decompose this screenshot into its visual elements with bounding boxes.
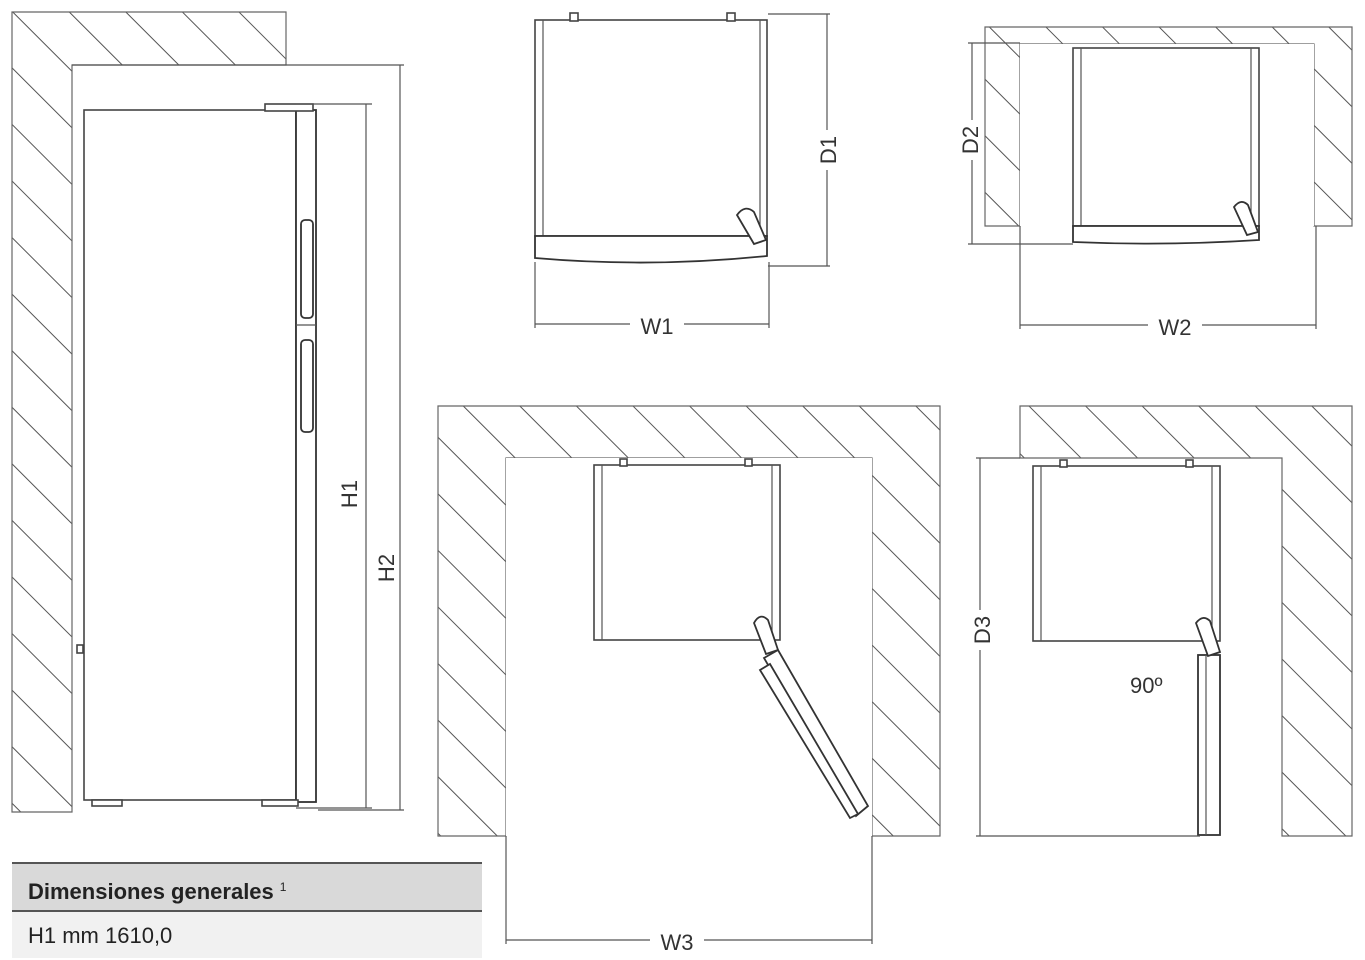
fridge-top-4 (1032, 465, 1221, 642)
handle-top-1 (735, 207, 768, 246)
top-hinge (264, 103, 314, 112)
handle-top-3 (753, 615, 780, 656)
recess-view-d2-w2: D2 W2 (956, 26, 1353, 340)
recess-view-w3: W3 (437, 405, 941, 955)
h1-label: H1 (337, 480, 362, 508)
fridge-top-3 (593, 464, 781, 641)
d3-label: D3 (970, 616, 995, 644)
fridge-top-2 (1072, 47, 1260, 227)
spec-table: Dimensiones generales 1 H1 mm 1610,0 (12, 862, 482, 958)
d1-label: D1 (816, 136, 841, 164)
side-view: H1 H2 (11, 11, 404, 813)
fridge-body-side (83, 109, 297, 801)
w2-label: W2 (1159, 315, 1192, 340)
top-view-d1-w1: D1 W1 (534, 12, 841, 339)
d2-label: D2 (958, 126, 983, 154)
handle-top-2 (1232, 201, 1260, 237)
door-open-4 (1197, 654, 1221, 836)
fridge-top-1 (534, 19, 768, 237)
angle-label: 90º (1130, 673, 1163, 698)
door-top-1 (534, 235, 768, 264)
w3-label: W3 (661, 930, 694, 955)
fridge-door-side (295, 109, 317, 803)
footnote-mark: 1 (279, 880, 287, 894)
table-row: H1 mm 1610,0 (12, 912, 482, 958)
lower-handle (300, 339, 314, 433)
table-title: Dimensiones generales (28, 879, 274, 904)
handle-top-4 (1194, 617, 1222, 658)
upper-handle (300, 219, 314, 319)
h2-label: H2 (374, 554, 399, 582)
table-header: Dimensiones generales 1 (12, 862, 482, 912)
recess-view-d3: D3 90º (967, 405, 1353, 837)
door-top-2 (1072, 225, 1260, 245)
w1-label: W1 (641, 314, 674, 339)
feet (91, 799, 123, 807)
